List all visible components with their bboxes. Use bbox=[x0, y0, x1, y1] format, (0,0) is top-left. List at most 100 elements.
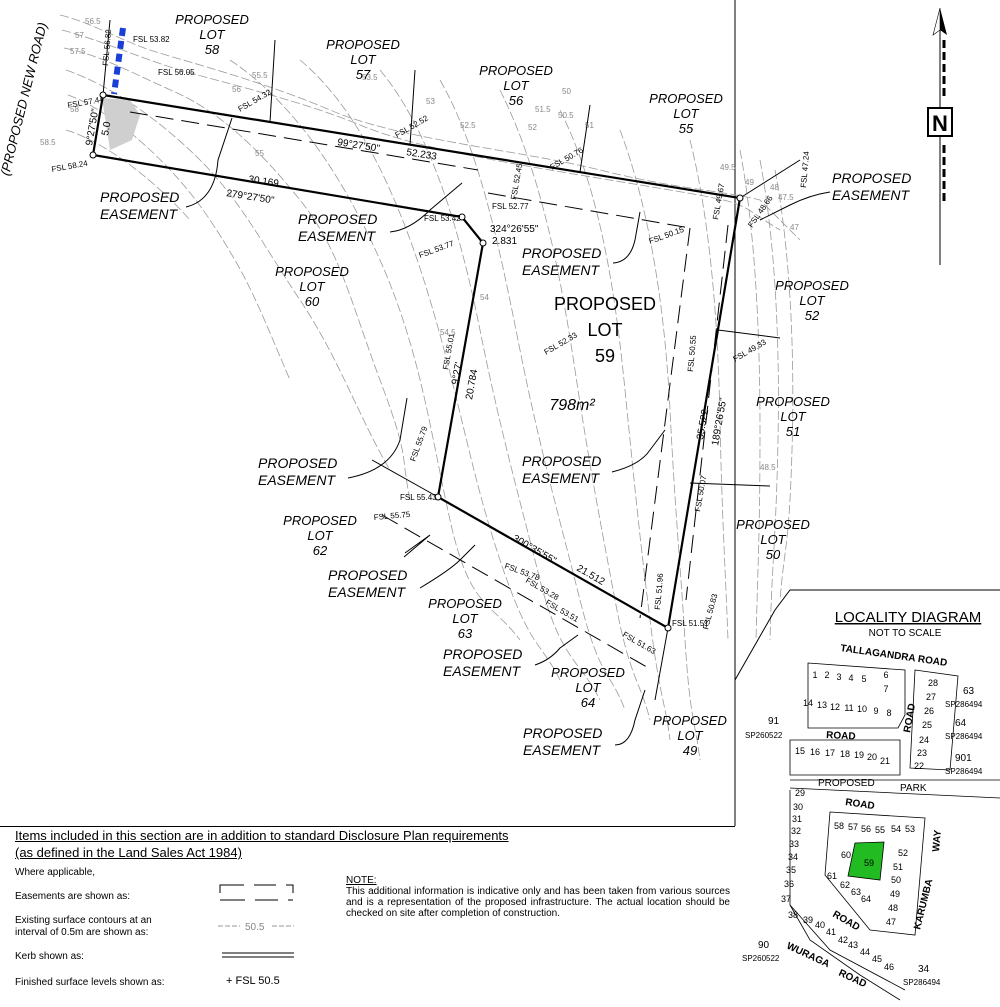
svg-text:20: 20 bbox=[867, 752, 877, 762]
batter-shading bbox=[102, 98, 140, 150]
svg-text:2.831: 2.831 bbox=[492, 236, 517, 247]
svg-text:FSL 50.07: FSL 50.07 bbox=[693, 474, 708, 512]
svg-text:57: 57 bbox=[848, 822, 858, 832]
svg-text:56: 56 bbox=[232, 85, 241, 94]
svg-text:51: 51 bbox=[893, 862, 903, 872]
svg-text:FSL 56.05: FSL 56.05 bbox=[158, 68, 195, 77]
main-lot-line2: LOT bbox=[587, 320, 622, 340]
leader-arrows bbox=[185, 117, 831, 746]
svg-text:FSL 53.42: FSL 53.42 bbox=[424, 214, 461, 223]
svg-text:FSL 50.76: FSL 50.76 bbox=[549, 145, 586, 171]
svg-text:21: 21 bbox=[880, 756, 890, 766]
svg-text:51.5: 51.5 bbox=[535, 105, 551, 114]
svg-text:+ FSL 50.5: + FSL 50.5 bbox=[226, 975, 280, 987]
legend-fsl: Finished surface levels shown as: bbox=[15, 977, 165, 988]
svg-text:51: 51 bbox=[585, 121, 594, 130]
svg-text:54: 54 bbox=[480, 293, 489, 302]
svg-text:WAY: WAY bbox=[931, 829, 944, 852]
svg-text:61: 61 bbox=[827, 871, 837, 881]
locality-diagram: LOCALITY DIAGRAM NOT TO SCALE TALLAGANDR… bbox=[734, 589, 1000, 1001]
svg-text:35.522: 35.522 bbox=[695, 408, 711, 440]
svg-text:63: 63 bbox=[963, 686, 975, 697]
north-label: N bbox=[932, 111, 948, 136]
svg-text:FSL 51.96: FSL 51.96 bbox=[653, 572, 665, 610]
svg-text:27: 27 bbox=[926, 692, 936, 702]
svg-text:49: 49 bbox=[745, 178, 754, 187]
svg-text:1: 1 bbox=[812, 670, 817, 680]
svg-text:50.5: 50.5 bbox=[245, 922, 265, 933]
svg-text:FSL 56.82: FSL 56.82 bbox=[101, 28, 113, 66]
locality-subtitle: NOT TO SCALE bbox=[869, 628, 942, 639]
svg-text:FSL 55.79: FSL 55.79 bbox=[408, 425, 429, 463]
boundaries bbox=[91, 19, 801, 701]
svg-text:TALLAGANDRA ROAD: TALLAGANDRA ROAD bbox=[840, 643, 948, 669]
svg-text:19: 19 bbox=[854, 750, 864, 760]
svg-text:29: 29 bbox=[795, 788, 805, 798]
svg-text:FSL 55.43: FSL 55.43 bbox=[400, 493, 437, 502]
svg-text:PROPOSED: PROPOSED bbox=[818, 778, 875, 789]
svg-text:43: 43 bbox=[848, 940, 858, 950]
legend-heading: Items included in this section are in ad… bbox=[15, 828, 509, 860]
contour-labels: 56.5 57 57.5 58 58.5 55.5 56 55 54.5 54 … bbox=[40, 17, 799, 472]
easement-lines bbox=[129, 111, 729, 671]
svg-text:48: 48 bbox=[888, 903, 898, 913]
main-lot-line1: PROPOSED bbox=[554, 294, 656, 314]
svg-text:300°35'55": 300°35'55" bbox=[511, 533, 559, 567]
svg-text:36: 36 bbox=[784, 879, 794, 889]
svg-text:90: 90 bbox=[758, 940, 770, 951]
note-text: This additional information is indicativ… bbox=[346, 886, 730, 919]
svg-text:11: 11 bbox=[844, 703, 853, 713]
svg-text:9°27'50": 9°27'50" bbox=[84, 107, 101, 146]
svg-text:47: 47 bbox=[886, 917, 896, 927]
survey-points bbox=[89, 91, 744, 632]
svg-text:54: 54 bbox=[891, 824, 901, 834]
svg-text:14: 14 bbox=[803, 698, 813, 708]
svg-text:34: 34 bbox=[918, 964, 930, 975]
svg-text:50: 50 bbox=[562, 87, 571, 96]
svg-text:55: 55 bbox=[875, 825, 885, 835]
locality-title: LOCALITY DIAGRAM bbox=[835, 609, 981, 626]
svg-text:49: 49 bbox=[890, 889, 900, 899]
svg-text:FSL 51.51: FSL 51.51 bbox=[672, 619, 709, 628]
legend-kerb: Kerb shown as: bbox=[15, 951, 84, 962]
svg-text:5.0: 5.0 bbox=[100, 120, 113, 136]
svg-text:8: 8 bbox=[886, 708, 891, 718]
svg-text:5: 5 bbox=[861, 674, 866, 684]
svg-text:KARUMBA: KARUMBA bbox=[912, 878, 935, 931]
svg-text:52: 52 bbox=[528, 123, 537, 132]
svg-text:48: 48 bbox=[770, 183, 779, 192]
svg-text:324°26'55": 324°26'55" bbox=[490, 224, 539, 235]
svg-text:WURAGA: WURAGA bbox=[785, 941, 831, 970]
svg-text:47: 47 bbox=[790, 223, 799, 232]
svg-text:22: 22 bbox=[914, 761, 924, 771]
legend-samples: 50.5 + FSL 50.5 bbox=[218, 884, 294, 987]
svg-text:58.5: 58.5 bbox=[40, 138, 56, 147]
svg-text:91: 91 bbox=[768, 716, 780, 727]
svg-text:12: 12 bbox=[830, 702, 840, 712]
svg-text:59: 59 bbox=[864, 858, 874, 868]
svg-text:ROAD: ROAD bbox=[826, 730, 856, 743]
svg-text:52.5: 52.5 bbox=[460, 121, 476, 130]
svg-text:32: 32 bbox=[791, 826, 801, 836]
svg-text:53: 53 bbox=[905, 824, 915, 834]
svg-text:46: 46 bbox=[884, 962, 894, 972]
svg-text:58: 58 bbox=[70, 105, 79, 114]
note-title: NOTE: bbox=[346, 875, 377, 886]
svg-text:39: 39 bbox=[803, 915, 813, 925]
svg-text:SP286494: SP286494 bbox=[945, 732, 983, 741]
